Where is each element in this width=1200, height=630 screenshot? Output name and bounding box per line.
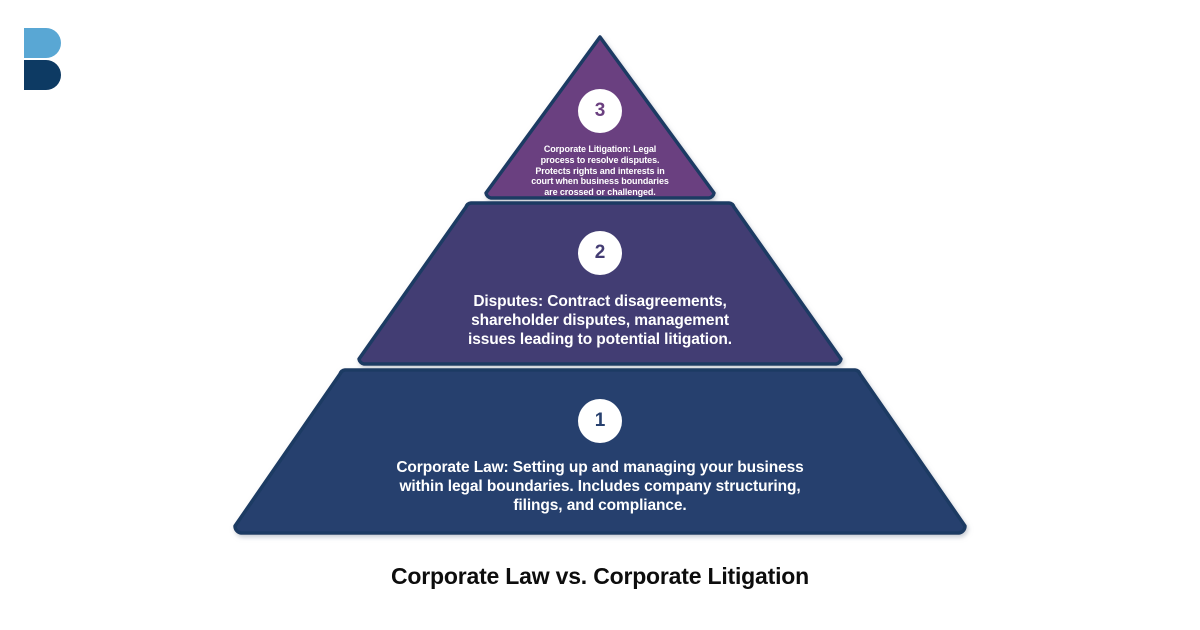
- logo-top-half: [24, 28, 61, 58]
- tier-2-number: 2: [594, 242, 606, 263]
- brand-logo: [22, 26, 68, 90]
- tier-3-number-badge: 3: [578, 89, 622, 133]
- logo-bottom-half: [24, 60, 61, 90]
- tier-3-number: 3: [594, 100, 606, 121]
- pyramid-tier-1-shape[interactable]: [233, 368, 967, 535]
- page-title: Corporate Law vs. Corporate Litigation: [391, 563, 809, 589]
- tier-2-description: Disputes: Contract disagreements, shareh…: [468, 293, 732, 348]
- b-logo-icon: [24, 28, 61, 90]
- tier-1-number: 1: [594, 410, 606, 431]
- pyramid-diagram: [233, 35, 967, 535]
- tier-2-number-badge: 2: [578, 231, 622, 275]
- tier-1-description: Corporate Law: Setting up and managing y…: [396, 459, 804, 514]
- tier-1-number-badge: 1: [578, 399, 622, 443]
- pyramid-tier-2-shape[interactable]: [357, 201, 843, 366]
- tier-3-description: Corporate Litigation: Legal process to r…: [531, 144, 669, 198]
